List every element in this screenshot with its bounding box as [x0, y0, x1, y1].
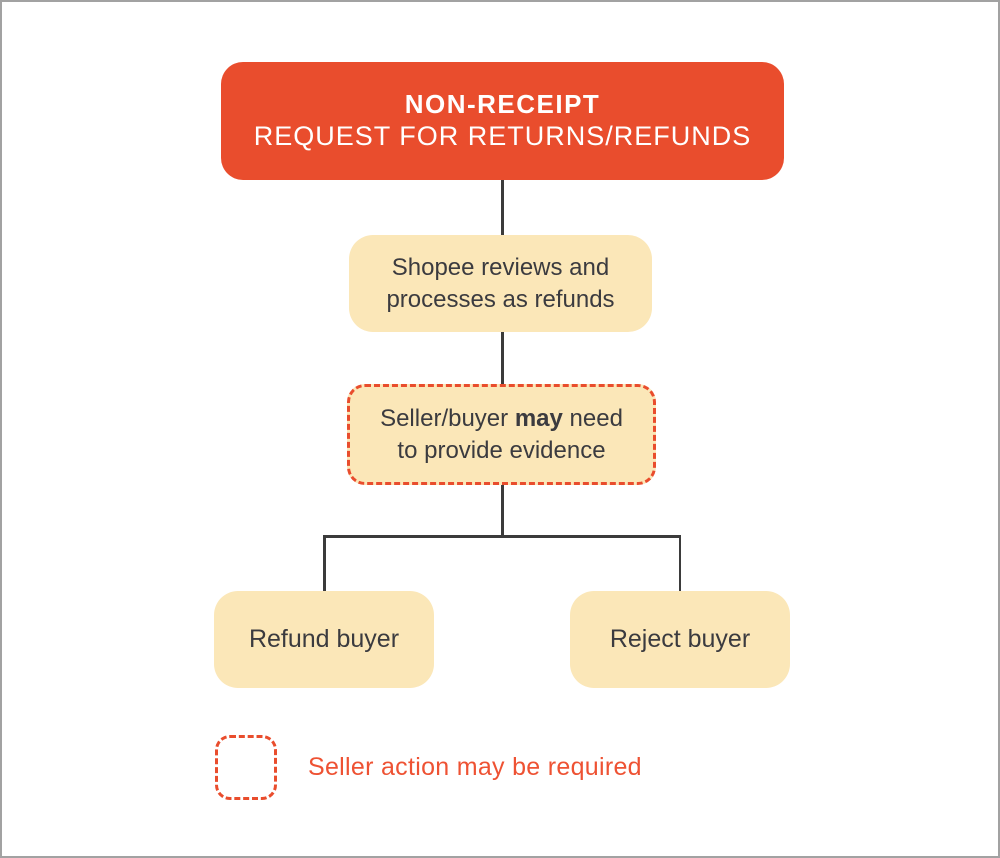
evidence-line-1: Seller/buyer may need	[380, 403, 623, 435]
evidence-line1-bold: may	[514, 404, 563, 432]
dashed-rounded-square-icon	[215, 735, 277, 800]
refund-buyer-label: Refund buyer	[248, 625, 400, 653]
title-line-1: NON-RECEIPT	[404, 88, 601, 119]
title-line-2: REQUEST FOR RETURNS/REFUNDS	[253, 121, 752, 152]
connector-review-to-evidence	[501, 332, 504, 384]
flow-node-evidence: Seller/buyer may need to provide evidenc…	[347, 384, 656, 485]
connector-title-to-review	[501, 180, 504, 235]
connector-split-horizontal	[323, 535, 681, 538]
reject-buyer-label: Reject buyer	[609, 625, 751, 653]
review-line-1: Shopee reviews and	[391, 253, 610, 281]
connector-split-to-refund	[323, 535, 326, 592]
flow-node-title: NON-RECEIPT REQUEST FOR RETURNS/REFUNDS	[221, 62, 784, 180]
legend-label: Seller action may be required	[308, 753, 642, 781]
evidence-line-2: to provide evidence	[397, 436, 606, 464]
connector-split-to-reject	[678, 535, 681, 592]
connector-evidence-to-split	[501, 485, 504, 537]
evidence-line1-prefix: Seller/buyer	[380, 404, 515, 432]
review-line-2: processes as refunds	[386, 285, 615, 313]
flow-node-reject-buyer: Reject buyer	[570, 591, 790, 688]
evidence-line1-suffix: need	[562, 404, 623, 432]
flow-node-review: Shopee reviews and processes as refunds	[349, 235, 652, 332]
legend: Seller action may be required	[215, 735, 642, 800]
flow-node-refund-buyer: Refund buyer	[214, 591, 434, 688]
